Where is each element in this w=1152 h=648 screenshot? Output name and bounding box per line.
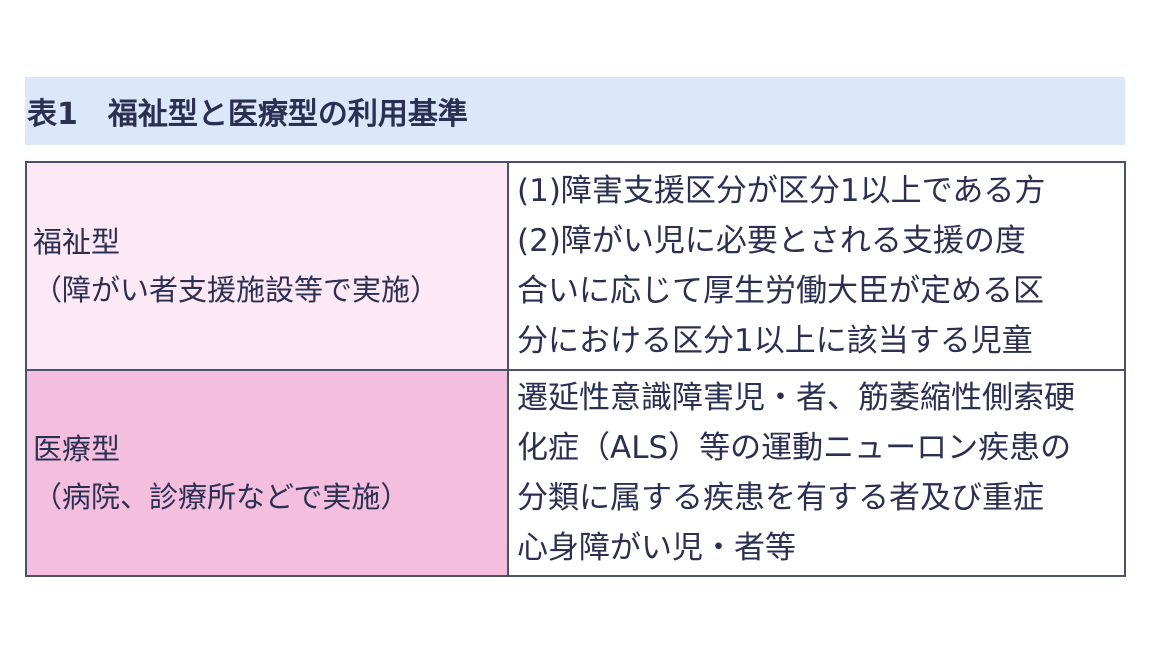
welfare-type-cell: 福祉型 （障がい者支援施設等で実施） [25,161,509,371]
table-row-welfare: 福祉型 （障がい者支援施設等で実施） (1)障害支援区分が区分1以上である方 (… [25,161,1126,371]
medical-type-cell: 医療型 （病院、診療所などで実施） [25,369,509,577]
criteria-line: 遷延性意識障害児・者、筋萎縮性側索硬 [517,380,1075,416]
criteria-line: 化症（ALS）等の運動ニューロン疾患の [517,430,1072,466]
criteria-line: 心身障がい児・者等 [517,530,796,566]
medical-setting-label: （病院、診療所などで実施） [33,480,410,514]
welfare-type-label: 福祉型 [33,225,121,259]
criteria-line: 分における区分1以上に該当する児童 [517,323,1033,359]
medical-criteria-cell: 遷延性意識障害児・者、筋萎縮性側索硬 化症（ALS）等の運動ニューロン疾患の 分… [507,369,1126,577]
welfare-setting-label: （障がい者支援施設等で実施） [33,273,440,307]
criteria-line: 分類に属する疾患を有する者及び重症 [517,480,1044,516]
table-row-medical: 医療型 （病院、診療所などで実施） 遷延性意識障害児・者、筋萎縮性側索硬 化症（… [25,369,1126,577]
criteria-line: 合いに応じて厚生労働大臣が定める区 [517,273,1044,309]
criteria-table: 福祉型 （障がい者支援施設等で実施） (1)障害支援区分が区分1以上である方 (… [25,161,1126,577]
medical-type-label: 医療型 [33,432,121,466]
table-title: 表1 福祉型と医療型の利用基準 [27,97,468,132]
criteria-line: (1)障害支援区分が区分1以上である方 [517,173,1046,209]
criteria-line: (2)障がい児に必要とされる支援の度 [517,223,1026,259]
welfare-criteria-cell: (1)障害支援区分が区分1以上である方 (2)障がい児に必要とされる支援の度 合… [507,161,1126,371]
table-title-band: 表1 福祉型と医療型の利用基準 [25,77,1125,145]
